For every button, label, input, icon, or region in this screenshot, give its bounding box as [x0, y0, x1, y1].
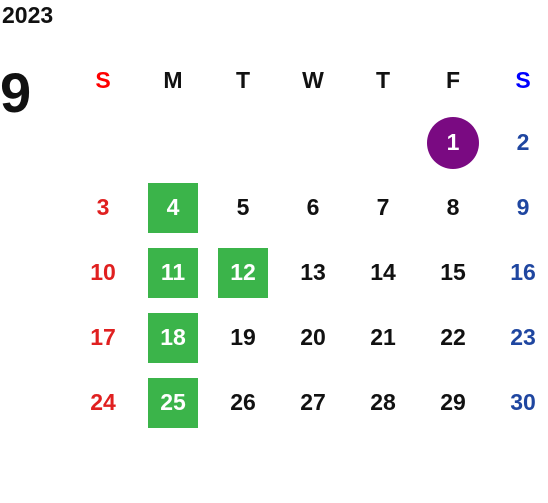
- day-cell[interactable]: 27: [300, 389, 326, 415]
- day-cell-highlighted-green[interactable]: 12: [208, 240, 278, 305]
- day-cell-highlighted-green[interactable]: 18: [138, 305, 208, 370]
- day-cell[interactable]: 28: [370, 389, 396, 415]
- weekday-header-fri: F: [445, 66, 461, 93]
- day-cell: [208, 110, 278, 175]
- day-cell[interactable]: 23: [510, 324, 536, 350]
- day-cell[interactable]: 10: [90, 259, 116, 285]
- day-cell[interactable]: 30: [510, 389, 536, 415]
- day-cell: [68, 110, 138, 175]
- day-cell[interactable]: 21: [370, 324, 396, 350]
- day-cell: [348, 110, 418, 175]
- day-cell[interactable]: 22: [440, 324, 466, 350]
- day-cell[interactable]: 9: [516, 194, 530, 220]
- day-cell[interactable]: 14: [370, 259, 396, 285]
- weekday-header-sat: S: [515, 66, 531, 93]
- day-cell: [278, 110, 348, 175]
- weekday-header-mon: M: [163, 66, 183, 93]
- day-cell[interactable]: 17: [90, 324, 116, 350]
- day-cell[interactable]: 8: [446, 194, 460, 220]
- weekday-header-wed: W: [302, 66, 324, 93]
- day-cell-highlighted-purple[interactable]: 1: [418, 110, 488, 175]
- day-cell[interactable]: 29: [440, 389, 466, 415]
- day-cell[interactable]: 2: [516, 129, 530, 155]
- day-cell[interactable]: 19: [230, 324, 256, 350]
- day-cell-highlighted-green[interactable]: 11: [138, 240, 208, 305]
- weekday-header-tue: T: [235, 66, 251, 93]
- weekday-header-sun: S: [95, 66, 111, 93]
- day-cell[interactable]: 16: [510, 259, 536, 285]
- weekday-header-thu: T: [375, 66, 391, 93]
- day-cell[interactable]: 13: [300, 259, 326, 285]
- day-cell[interactable]: 7: [376, 194, 390, 220]
- day-cell: [138, 110, 208, 175]
- month-number: 9: [0, 61, 32, 124]
- day-cell-highlighted-green[interactable]: 25: [138, 370, 208, 435]
- day-cell[interactable]: 24: [90, 389, 116, 415]
- calendar-grid: S M T W T F S 1 2 3 4 5 6 7 8 9 10 11 12…: [68, 50, 548, 435]
- day-cell[interactable]: 15: [440, 259, 466, 285]
- day-cell[interactable]: 26: [230, 389, 256, 415]
- day-cell[interactable]: 5: [236, 194, 250, 220]
- day-cell[interactable]: 6: [306, 194, 320, 220]
- day-cell-highlighted-green[interactable]: 4: [138, 175, 208, 240]
- day-cell[interactable]: 3: [96, 194, 110, 220]
- year-label: 2023: [2, 2, 54, 28]
- day-cell[interactable]: 20: [300, 324, 326, 350]
